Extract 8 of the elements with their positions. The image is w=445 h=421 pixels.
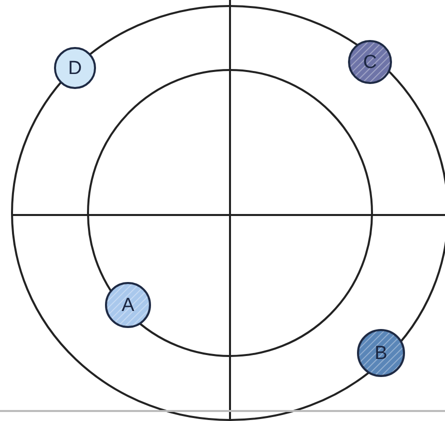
marker-circle (348, 40, 392, 84)
marker-circle (357, 329, 405, 377)
marker-circle (54, 47, 96, 89)
point-label: D (68, 58, 82, 78)
marker-circle (105, 282, 151, 328)
point-label: A (122, 296, 134, 314)
point-label: B (374, 344, 388, 362)
point-label: C (363, 52, 377, 72)
